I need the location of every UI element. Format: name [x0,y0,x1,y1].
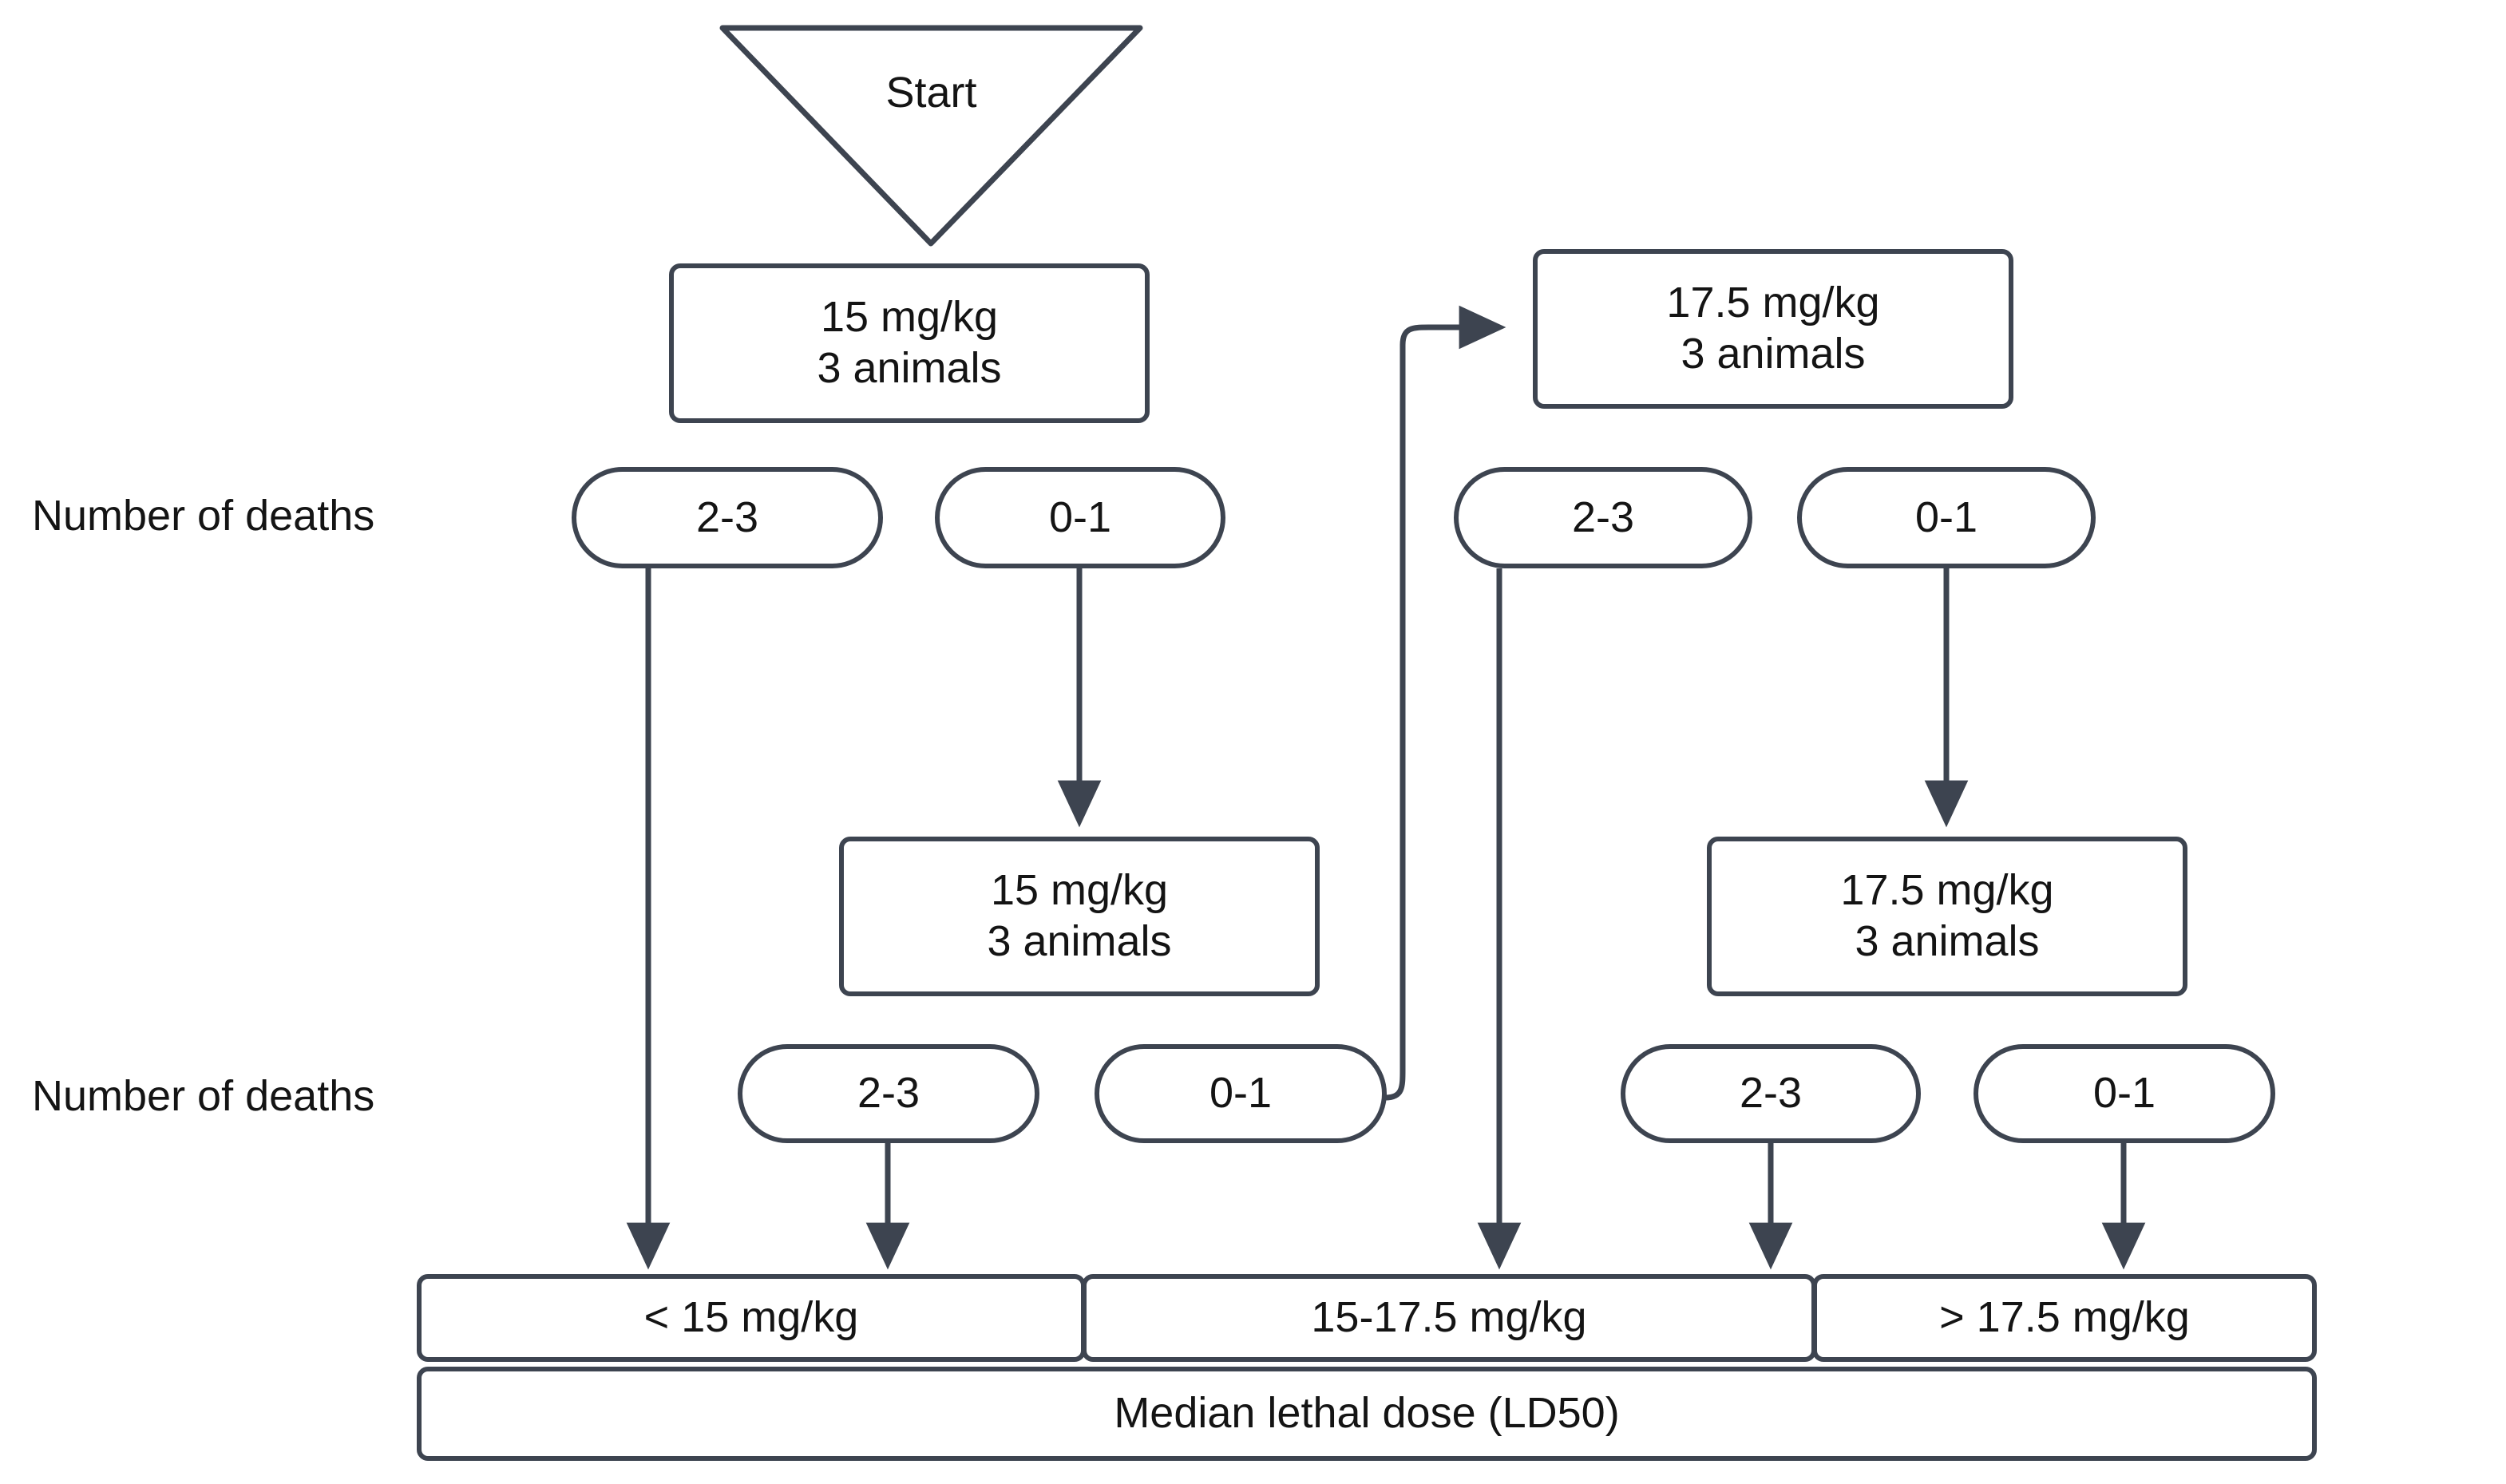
decision-pill-r1a[interactable]: 2-3 [572,467,883,568]
dose-value: 17.5 mg/kg [1666,279,1880,327]
decision-pill-r2d[interactable]: 0-1 [1974,1044,2275,1143]
result-cell-below-15[interactable]: < 15 mg/kg [417,1274,1086,1362]
decision-pill-r2a[interactable]: 2-3 [738,1044,1039,1143]
decision-pill-r1d[interactable]: 0-1 [1797,467,2096,568]
decision-pill-r1b[interactable]: 0-1 [935,467,1225,568]
row-label-number-of-deaths-2: Number of deaths [32,1072,375,1120]
dose-value: 17.5 mg/kg [1840,866,2054,915]
decision-label: 2-3 [1739,1069,1803,1118]
decision-pill-r1c[interactable]: 2-3 [1454,467,1752,568]
ld50-summary-label: Median lethal dose (LD50) [1114,1389,1620,1438]
dose-node-15mgkg-second[interactable]: 15 mg/kg 3 animals [839,837,1320,996]
start-label: Start [885,69,977,117]
decision-label: 2-3 [695,493,759,541]
decision-label: 0-1 [1914,493,1978,541]
animal-count: 3 animals [817,344,1002,392]
row-label-number-of-deaths-1: Number of deaths [32,492,375,540]
decision-label: 0-1 [1048,493,1112,541]
decision-pill-r2b[interactable]: 0-1 [1095,1044,1387,1143]
ld50-summary-bar[interactable]: Median lethal dose (LD50) [417,1367,2317,1461]
animal-count: 3 animals [987,917,1172,965]
dose-value: 15 mg/kg [820,293,999,342]
start-node[interactable]: Start [723,28,1140,243]
dose-node-175mgkg-second[interactable]: 17.5 mg/kg 3 animals [1707,837,2187,996]
result-cell-above-175[interactable]: > 17.5 mg/kg [1812,1274,2317,1362]
decision-label: 0-1 [1209,1069,1273,1118]
result-label: > 17.5 mg/kg [1939,1293,2190,1342]
decision-label: 0-1 [2092,1069,2156,1118]
decision-label: 2-3 [1571,493,1635,541]
decision-pill-r2c[interactable]: 2-3 [1621,1044,1921,1143]
result-label: 15-17.5 mg/kg [1311,1293,1587,1342]
wire-r2b-to-dose2 [1384,305,1506,1101]
animal-count: 3 animals [1855,917,2040,965]
animal-count: 3 animals [1681,330,1866,378]
result-label: < 15 mg/kg [643,1293,859,1342]
result-cell-15-to-175[interactable]: 15-17.5 mg/kg [1082,1274,1816,1362]
dose-node-175mgkg-first[interactable]: 17.5 mg/kg 3 animals [1533,249,2013,409]
dose-value: 15 mg/kg [990,866,1169,915]
dose-node-15mgkg-first[interactable]: 15 mg/kg 3 animals [669,263,1150,423]
decision-label: 2-3 [857,1069,920,1118]
